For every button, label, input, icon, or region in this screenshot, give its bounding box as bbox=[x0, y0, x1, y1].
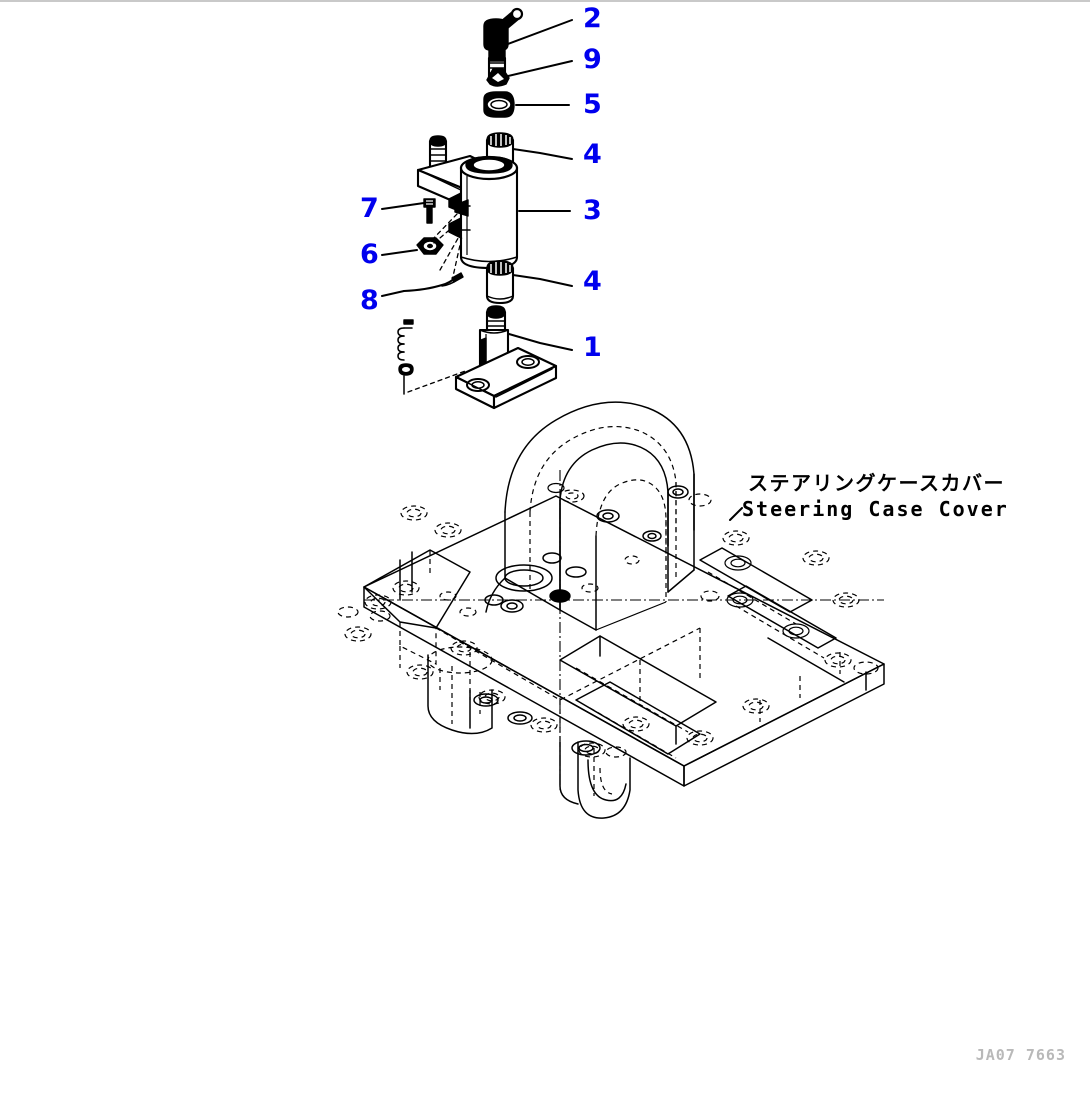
part-8-cotter-pin bbox=[402, 272, 464, 293]
leader-lines bbox=[381, 19, 573, 351]
part-4-bushing-lower bbox=[485, 260, 515, 305]
sheet-top-border bbox=[0, 0, 1090, 2]
part-1-pivot-pin-assembly bbox=[454, 305, 558, 410]
callout-8[interactable]: 8 bbox=[360, 285, 379, 316]
callout-2[interactable]: 2 bbox=[583, 3, 602, 34]
callout-3[interactable]: 3 bbox=[583, 195, 602, 226]
callout-9[interactable]: 9 bbox=[583, 44, 602, 75]
component-label-japanese: ステアリングケースカバー bbox=[748, 471, 1005, 495]
callout-6[interactable]: 6 bbox=[360, 239, 379, 270]
part-9-retainer-cap bbox=[486, 68, 510, 87]
steering-case-cover-housing bbox=[337, 401, 885, 819]
small-detail-parts bbox=[397, 319, 469, 395]
drawing-code: JA07 7663 bbox=[975, 1046, 1066, 1064]
part-5-oval-seal bbox=[483, 91, 515, 118]
callout-7[interactable]: 7 bbox=[360, 193, 379, 224]
part-7-set-screw bbox=[423, 198, 436, 224]
label-leader bbox=[729, 507, 743, 521]
callout-4-lower[interactable]: 4 bbox=[583, 266, 602, 297]
callout-4-upper[interactable]: 4 bbox=[583, 139, 602, 170]
callout-5[interactable]: 5 bbox=[583, 89, 602, 120]
component-label-english: Steering Case Cover bbox=[742, 497, 1009, 521]
part-3-steering-arm bbox=[416, 135, 519, 270]
part-6-lock-nut bbox=[416, 237, 444, 255]
callout-1[interactable]: 1 bbox=[583, 332, 602, 363]
